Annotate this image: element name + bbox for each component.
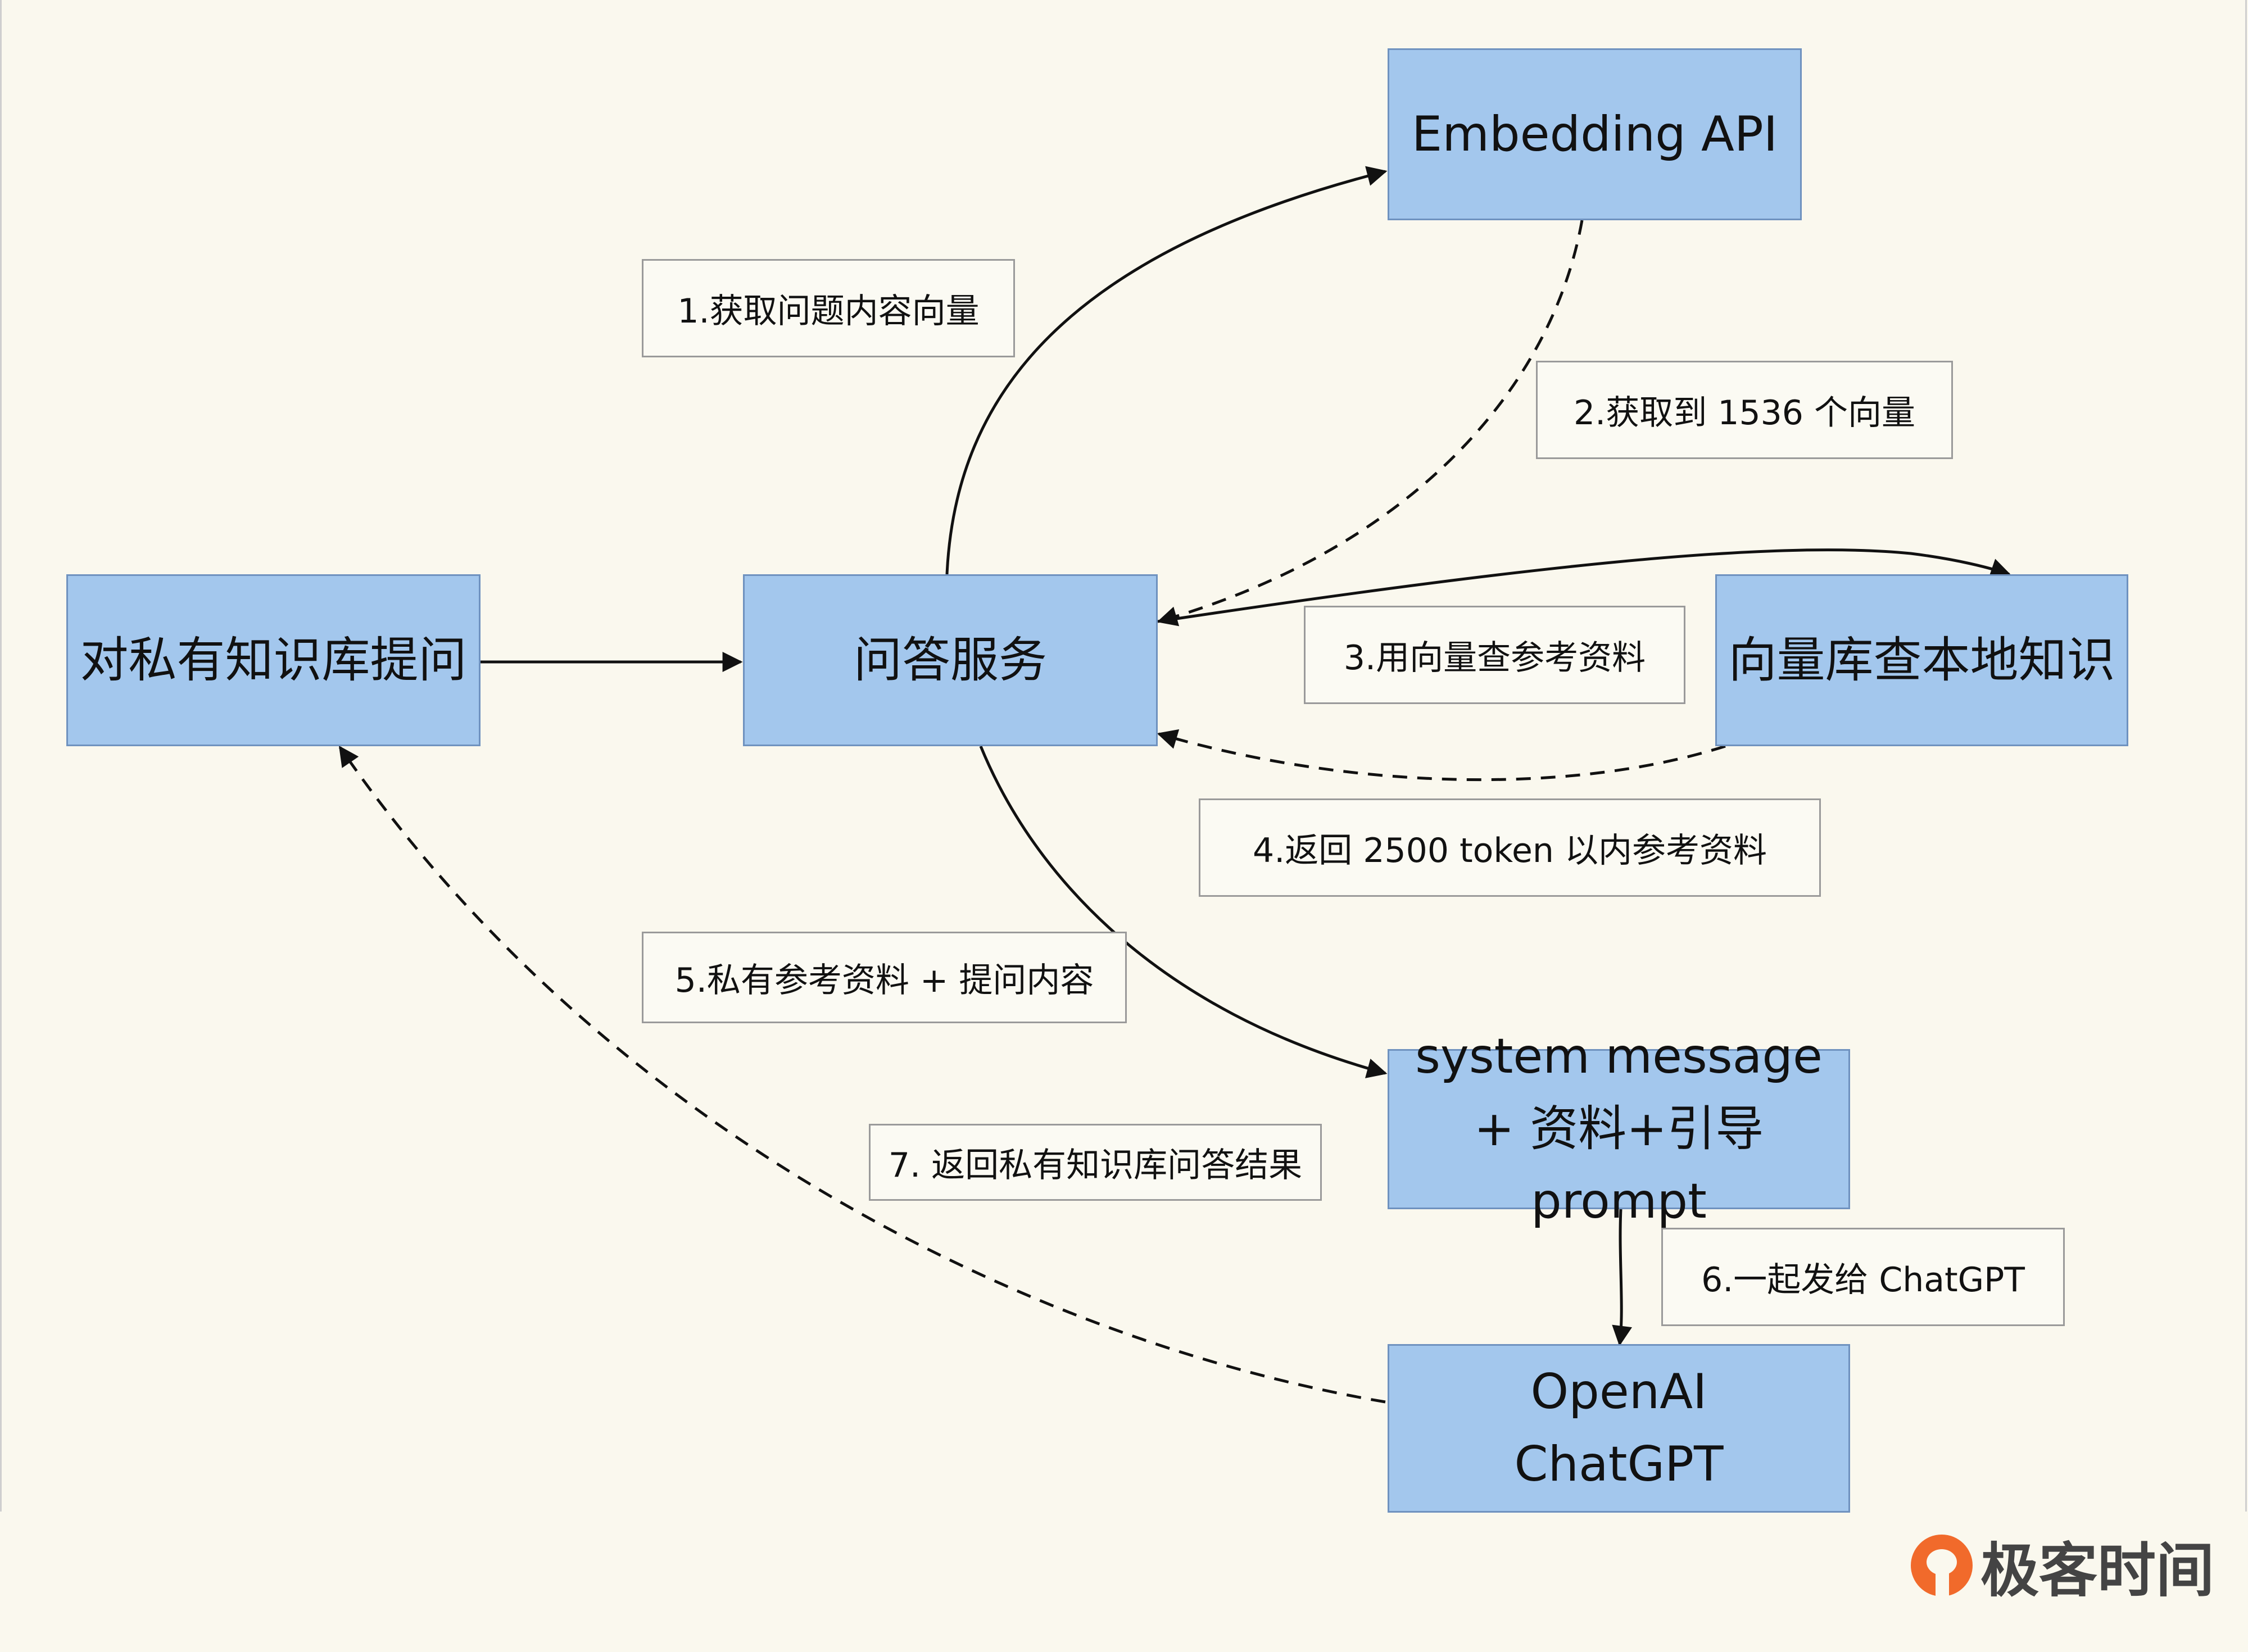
- step-label-1: 1.获取问题内容向量: [642, 259, 1015, 357]
- right-border-line: [2245, 0, 2247, 1512]
- node-ask-question: 对私有知识库提问: [66, 574, 481, 746]
- step-4-text: 4.返回 2500 token 以内参考资料: [1253, 831, 1767, 870]
- node-qa-service: 问答服务: [743, 574, 1158, 746]
- node-system-message-label: system message + 资料+引导 prompt: [1415, 1028, 1823, 1229]
- node-embedding-api-label: Embedding API: [1411, 106, 1778, 162]
- step-7-text: 7. 返回私有知识库问答结果: [888, 1146, 1303, 1185]
- arrow-step6: [1612, 1209, 1632, 1346]
- arrow-step4: [1157, 729, 1726, 782]
- brand-logo: 极客时间: [1911, 1523, 2214, 1608]
- node-embedding-api: Embedding API: [1388, 48, 1802, 220]
- step-1-text: 1.获取问题内容向量: [677, 292, 980, 331]
- node-qa-service-label: 问答服务: [854, 632, 1047, 688]
- step-label-7: 7. 返回私有知识库问答结果: [869, 1124, 1322, 1201]
- arrow-step3: [1157, 548, 2011, 623]
- node-openai-chatgpt: OpenAI ChatGPT: [1388, 1344, 1850, 1513]
- node-ask-label: 对私有知识库提问: [80, 632, 467, 688]
- step-label-4: 4.返回 2500 token 以内参考资料: [1199, 798, 1821, 897]
- step-label-6: 6.一起发给 ChatGPT: [1661, 1228, 2065, 1326]
- step-6-text: 6.一起发给 ChatGPT: [1701, 1260, 2025, 1300]
- step-label-5: 5.私有参考资料 + 提问内容: [642, 932, 1127, 1023]
- step-5-text: 5.私有参考资料 + 提问内容: [674, 961, 1094, 1000]
- step-label-2: 2.获取到 1536 个向量: [1536, 361, 1953, 459]
- left-border-line: [0, 0, 2, 1512]
- step-2-text: 2.获取到 1536 个向量: [1573, 393, 1916, 433]
- step-label-3: 3.用向量查参考资料: [1304, 606, 1685, 704]
- arrow-step1: [945, 166, 1388, 575]
- node-vector-db-label: 向量库查本地知识: [1728, 632, 2115, 688]
- arrow-step2: [1157, 220, 1584, 627]
- arrow-step7: [338, 746, 1386, 1404]
- brand-mark-icon: [1911, 1534, 1973, 1596]
- node-vector-db: 向量库查本地知识: [1715, 574, 2128, 746]
- step-3-text: 3.用向量查参考资料: [1343, 638, 1646, 678]
- brand-logo-text: 极客时间: [1980, 1536, 2215, 1605]
- node-system-message: system message + 资料+引导 prompt: [1388, 1028, 1850, 1229]
- node-openai-label: OpenAI ChatGPT: [1514, 1364, 1724, 1492]
- arrow-step5: [979, 746, 1388, 1078]
